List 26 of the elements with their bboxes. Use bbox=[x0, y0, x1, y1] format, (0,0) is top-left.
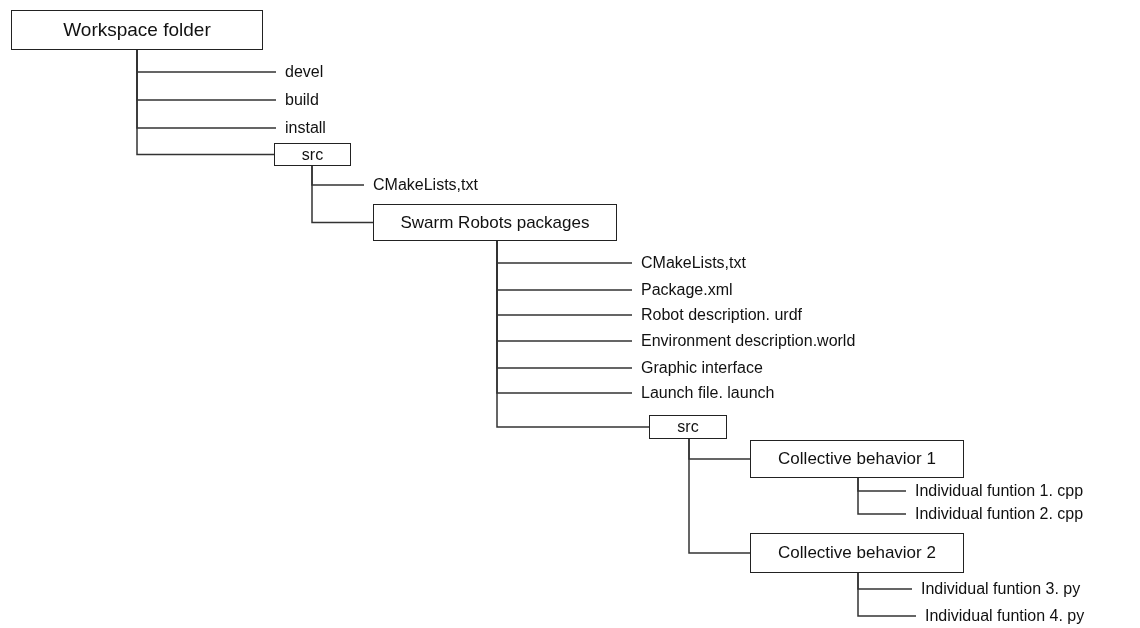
file-label: Launch file. launch bbox=[632, 382, 775, 404]
file-label: devel bbox=[276, 61, 324, 83]
folder-box: src bbox=[649, 415, 727, 439]
connector-line bbox=[311, 165, 374, 224]
file-label: Individual funtion 2. cpp bbox=[906, 503, 1084, 525]
folder-box: Collective behavior 1 bbox=[750, 440, 964, 478]
file-label: CMakeLists,txt bbox=[632, 252, 746, 274]
file-label: Individual funtion 3. py bbox=[912, 578, 1081, 600]
connector-line bbox=[857, 572, 917, 617]
file-label: Graphic interface bbox=[632, 357, 763, 379]
connector-line bbox=[688, 438, 751, 554]
file-label: build bbox=[276, 89, 319, 111]
file-label: Individual funtion 4. py bbox=[916, 605, 1085, 627]
file-label: Individual funtion 1. cpp bbox=[906, 480, 1084, 502]
connector-line bbox=[496, 240, 650, 428]
folder-box: Swarm Robots packages bbox=[373, 204, 617, 241]
file-label: install bbox=[276, 117, 326, 139]
file-label: Environment description.world bbox=[632, 330, 856, 352]
folder-box: Collective behavior 2 bbox=[750, 533, 964, 573]
folder-box: src bbox=[274, 143, 351, 166]
connector-line bbox=[136, 49, 275, 156]
connector-line bbox=[857, 477, 907, 515]
file-label: CMakeLists,txt bbox=[364, 174, 478, 196]
file-label: Package.xml bbox=[632, 279, 733, 301]
folder-box: Workspace folder bbox=[11, 10, 263, 50]
file-label: Robot description. urdf bbox=[632, 304, 802, 326]
